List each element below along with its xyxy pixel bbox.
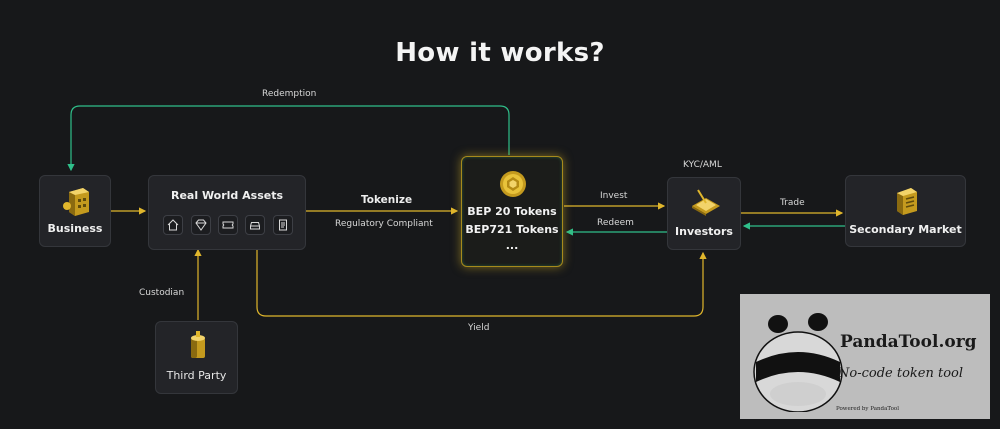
diamond-icon	[191, 215, 211, 235]
certificate-icon	[692, 189, 720, 216]
third-party-node: Third Party	[155, 321, 238, 394]
redemption-label: Redemption	[262, 89, 317, 99]
pandatool-watermark: PandaTool.org No-code token tool Powered…	[740, 294, 990, 419]
business-node: Business	[39, 175, 111, 247]
building-icon	[63, 188, 89, 216]
bep20-label: BEP 20 Tokens	[467, 205, 557, 218]
tokenize-label: Tokenize	[361, 194, 413, 206]
investors-label: Investors	[675, 225, 733, 238]
cylinder-icon	[191, 331, 205, 358]
coin-icon	[500, 171, 526, 197]
secondary-market-node: Secondary Market	[845, 175, 966, 247]
custodian-label: Custodian	[139, 288, 185, 298]
real-world-assets-node: Real World Assets	[148, 175, 306, 250]
regulatory-label: Regulatory Compliant	[335, 219, 433, 229]
more-tokens-label: ...	[505, 239, 519, 252]
exchange-building-icon	[897, 188, 917, 215]
redeem-label: Redeem	[597, 218, 634, 228]
ticket-icon	[218, 215, 238, 235]
watermark-brand: PandaTool.org	[840, 332, 977, 352]
tokens-node: BEP 20 Tokens BEP721 Tokens ...	[461, 156, 563, 267]
invest-label: Invest	[600, 191, 628, 201]
trade-label: Trade	[780, 198, 805, 208]
panda-icon	[753, 313, 843, 412]
redemption-arrow	[67, 105, 510, 172]
watermark-powered: Powered by PandaTool	[836, 406, 899, 412]
watermark-tagline: No-code token tool	[838, 366, 964, 381]
yield-label: Yield	[468, 323, 490, 333]
business-label: Business	[47, 222, 103, 235]
car-icon	[245, 215, 265, 235]
yield-arrow	[256, 250, 707, 317]
kyc-label: KYC/AML	[683, 160, 722, 170]
secondary-market-label: Secondary Market	[849, 223, 962, 236]
third-party-label: Third Party	[166, 369, 227, 382]
investors-node: Investors	[667, 177, 741, 250]
document-icon	[273, 215, 293, 235]
bep721-label: BEP721 Tokens	[465, 223, 559, 236]
real-world-assets-label: Real World Assets	[170, 189, 284, 202]
house-icon	[163, 215, 183, 235]
page-title: How it works?	[395, 38, 605, 68]
